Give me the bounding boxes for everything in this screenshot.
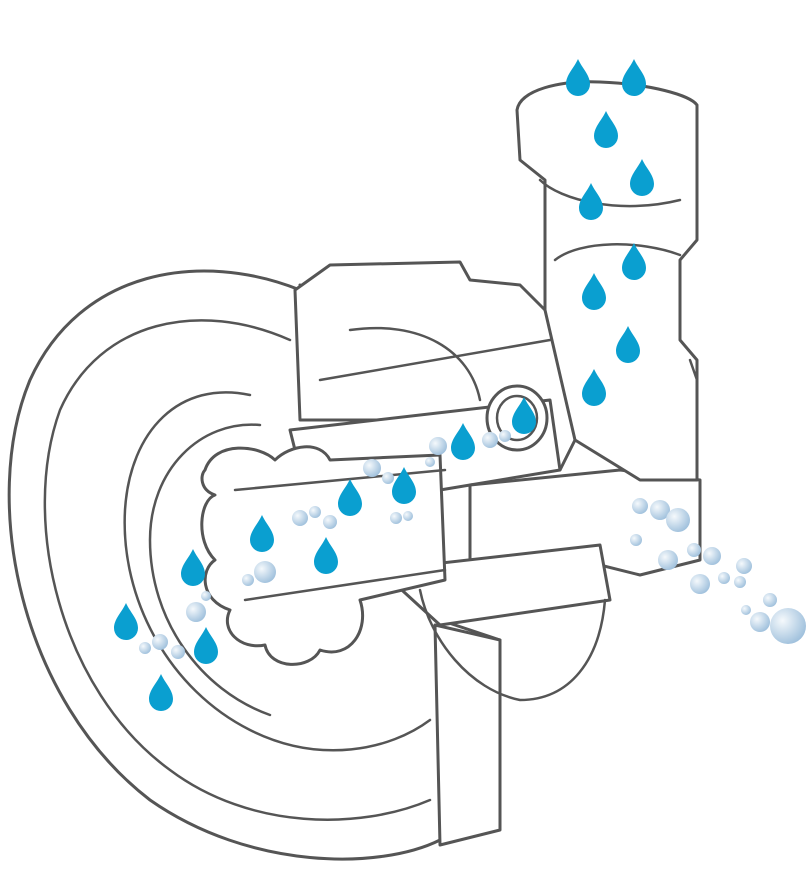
bubble-icon — [309, 506, 321, 518]
bubble-icon — [201, 591, 211, 601]
bubble-icon — [763, 593, 777, 607]
bubble-icon — [499, 430, 511, 442]
bubble-icon — [770, 608, 806, 644]
bubble-icon — [139, 642, 151, 654]
bubble-icon — [741, 605, 751, 615]
bubble-icon — [186, 602, 206, 622]
bubble-icon — [687, 543, 701, 557]
bubble-icon — [632, 498, 648, 514]
bubble-icon — [630, 534, 642, 546]
bubble-icon — [242, 574, 254, 586]
bubble-icon — [750, 612, 770, 632]
bubble-icon — [429, 437, 447, 455]
bubble-icon — [650, 500, 670, 520]
bubble-icon — [292, 510, 308, 526]
bubble-icon — [323, 515, 337, 529]
bubble-icon — [482, 432, 498, 448]
bubble-icon — [171, 645, 185, 659]
bubble-icon — [690, 574, 710, 594]
bubble-icon — [152, 634, 168, 650]
bubble-icon — [718, 572, 730, 584]
bubble-icon — [363, 459, 381, 477]
bubble-icon — [736, 558, 752, 574]
bubble-icon — [390, 512, 402, 524]
water-drop-icon — [622, 59, 646, 96]
bubble-icon — [425, 457, 435, 467]
bubble-icon — [734, 576, 746, 588]
bubble-icon — [658, 550, 678, 570]
bubbles — [139, 430, 806, 659]
bubble-icon — [254, 561, 276, 583]
water-drop-icon — [566, 59, 590, 96]
bubble-icon — [382, 472, 394, 484]
bubble-icon — [666, 508, 690, 532]
bubble-icon — [403, 511, 413, 521]
bubble-icon — [703, 547, 721, 565]
